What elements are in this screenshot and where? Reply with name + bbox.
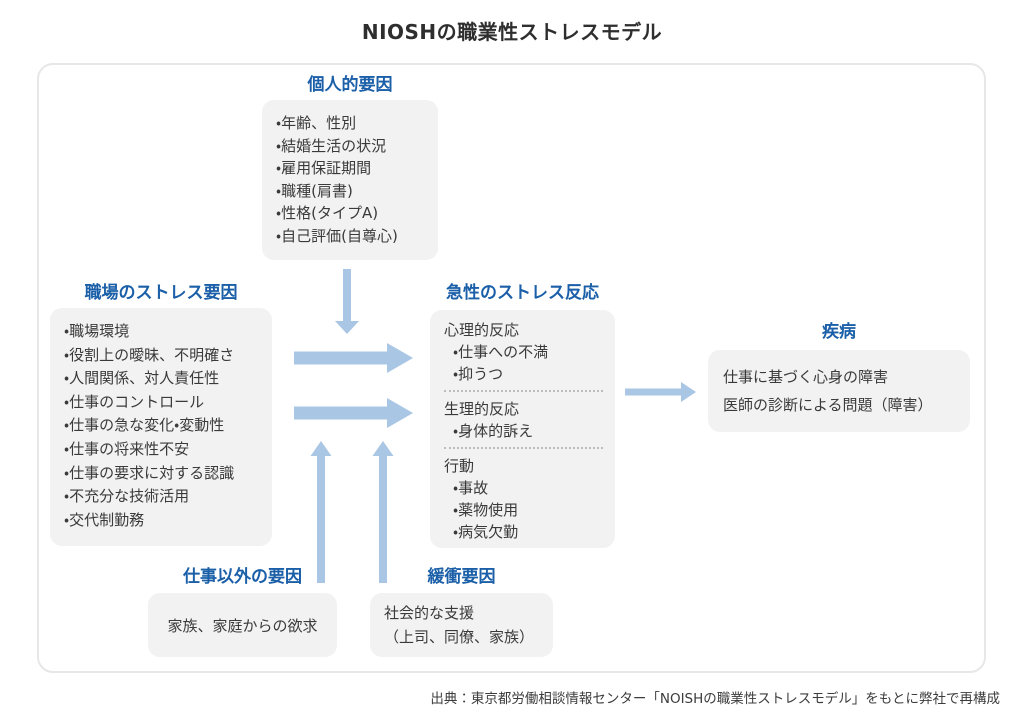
personal-factors-list: ・年齢、性別・結婚生活の状況・雇用保証期間・職種(肩書) ・性格(タイプA) ・自己… (276, 112, 428, 247)
list-item: ・仕事への不満 (453, 343, 549, 361)
list-item: ・仕事の将来性不安 (64, 439, 190, 458)
group-title: 生理的反応 (444, 400, 520, 418)
disease-line: 医師の診断による問題（障害） (723, 396, 933, 414)
list-item: ・病気欠勤 (453, 523, 519, 541)
buffer-line: 社会的な支援 (384, 604, 475, 622)
personal-factors-box: ・年齢、性別・結婚生活の状況・雇用保証期間・職種(肩書) ・性格(タイプA) ・自己… (262, 100, 438, 260)
group-title: 心理的反応 (444, 321, 520, 339)
acute-stress-group: 行動 ・事故・薬物使用・病気欠勤 (444, 455, 603, 543)
group-title: 行動 (444, 457, 475, 475)
nonwork-factors-heading: 仕事以外の要因 (183, 567, 302, 587)
list-item: ・抑うつ (453, 365, 504, 383)
list-item: ・性格(タイプA) (276, 204, 379, 222)
group-items: ・身体的訴え (444, 420, 603, 442)
disease-line: 仕事に基づく心身の障害 (723, 368, 889, 386)
list-item: ・職種(肩書) (276, 181, 353, 200)
list-item: ・不充分な技術活用 (64, 487, 190, 506)
group-items: ・仕事への不満・抑うつ (444, 341, 603, 385)
source-note: 出典：東京都労働相談情報センター「NOISHの職業性ストレスモデル」をもとに弊社… (430, 691, 1000, 707)
list-item: ・結婚生活の状況 (276, 136, 387, 155)
buffer-factors-box: 社会的な支援 （上司、同僚、家族） (370, 593, 553, 657)
buffer-factors-heading: 緩衝要因 (427, 567, 496, 587)
acute-stress-heading: 急性のストレス反応 (446, 283, 599, 303)
list-item: ・年齢、性別 (276, 114, 357, 132)
workplace-stressors-heading: 職場のストレス要因 (84, 283, 238, 303)
page-title: NIOSHの職業性ストレスモデル (361, 20, 663, 44)
buffer-line: （上司、同僚、家族） (384, 628, 535, 646)
disease-heading: 疾病 (822, 322, 856, 342)
list-item: ・薬物使用 (453, 501, 519, 519)
personal-factors-heading: 個人的要因 (307, 75, 393, 95)
list-item: ・人間関係、対人責任性 (64, 369, 220, 388)
list-item: ・役割上の曖昧、不明確さ (64, 345, 235, 364)
list-item: ・職場環境 (64, 322, 130, 340)
nonwork-factors-box: 家族、家庭からの欲求 (148, 593, 337, 657)
list-item: ・仕事のコントロール (64, 392, 205, 411)
disease-box: 仕事に基づく心身の障害医師の診断による問題（障害） (708, 350, 970, 432)
workplace-stressors-list: ・職場環境・役割上の曖昧、不明確さ・人間関係、対人責任性・仕事のコントロール・仕… (64, 320, 264, 532)
list-item: ・雇用保証期間 (276, 159, 372, 177)
acute-stress-box: 心理的反応 ・仕事への不満・抑うつ 生理的反応 ・身体的訴え 行動 ・事故・薬物… (430, 310, 615, 548)
list-item: ・自己評価(自尊心) (276, 226, 398, 245)
group-items: ・事故・薬物使用・病気欠勤 (444, 477, 603, 543)
acute-stress-group: 心理的反応 ・仕事への不満・抑うつ (444, 319, 603, 392)
nonwork-factors-text: 家族、家庭からの欲求 (167, 616, 318, 635)
list-item: ・仕事の要求に対する認識 (64, 463, 235, 482)
list-item: ・事故 (453, 479, 489, 497)
list-item: ・仕事の急な変化・変動性 (64, 416, 225, 435)
acute-stress-group: 生理的反応 ・身体的訴え (444, 398, 603, 449)
workplace-stressors-box: ・職場環境・役割上の曖昧、不明確さ・人間関係、対人責任性・仕事のコントロール・仕… (50, 308, 272, 546)
list-item: ・身体的訴え (453, 422, 534, 440)
list-item: ・交代制勤務 (64, 510, 145, 529)
